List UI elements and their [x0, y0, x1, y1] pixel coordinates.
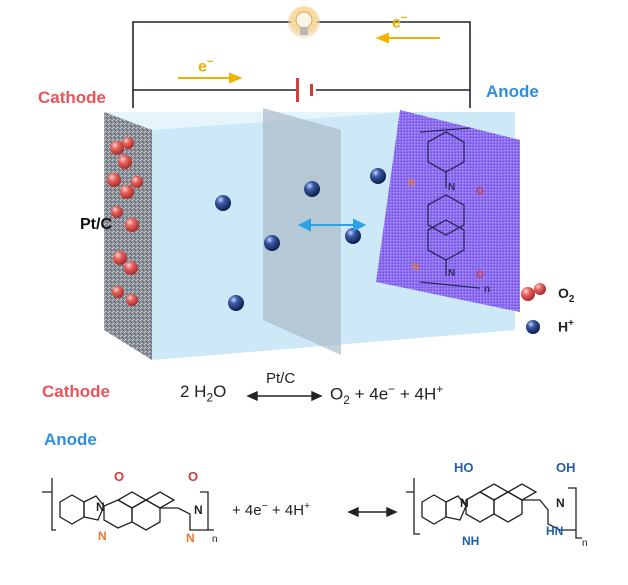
oxidized-o-left: O: [114, 469, 125, 484]
reduced-hn: HN: [546, 524, 564, 538]
oxidized-polymer-structure: [42, 478, 214, 531]
anode-O2-label: O: [476, 270, 484, 281]
oxidized-n-imid: N: [186, 531, 195, 545]
catalyst-label: Pt/C: [80, 216, 112, 233]
anode-structure-atoms: N N O N N O n: [408, 178, 490, 295]
anode-N3-label: N: [412, 262, 419, 273]
oxidized-n-right: N: [194, 503, 203, 517]
anode-O1-label: O: [476, 186, 484, 197]
proton-exchange-arrow: [297, 218, 367, 232]
legend-o2-label: O2: [558, 285, 575, 305]
reaction-arrow: [246, 390, 323, 402]
anode-N1-label: N: [408, 178, 415, 189]
cathode-equation-label: Cathode: [42, 382, 110, 401]
light-bulb-icon: [288, 6, 320, 38]
reduced-n-right: N: [556, 496, 565, 510]
battery-icon: [296, 78, 313, 102]
oxidized-n-subscript: n: [212, 534, 218, 545]
equation-catalyst: Pt/C: [266, 370, 296, 387]
electron-arrow-left: [178, 72, 243, 84]
proton-exchange-membrane: [263, 108, 341, 355]
anode-reaction-middle: + 4e− + 4H+: [232, 500, 311, 519]
electron-label-top: e−: [392, 12, 408, 32]
reduced-nh: NH: [462, 534, 480, 548]
anode-equation-label: Anode: [44, 430, 97, 449]
reduced-n-top: N: [460, 496, 469, 510]
proton-balls: [215, 168, 386, 311]
oxygen-molecules: [107, 137, 143, 306]
anode-n-label: n: [484, 284, 490, 295]
reduced-oh-right: OH: [556, 460, 576, 475]
anode-electrode: [376, 110, 520, 312]
redox-arrow: [347, 506, 398, 518]
anode-N2-label: N: [448, 182, 455, 193]
anode-label: Anode: [486, 82, 539, 101]
oxidized-o-right: O: [188, 469, 199, 484]
legend-h-ball: [526, 320, 540, 334]
anode-N4-label: N: [448, 268, 455, 279]
legend-o2-ball: [521, 287, 535, 301]
electron-label-left: e−: [198, 56, 214, 76]
reduced-ho-left: HO: [454, 460, 474, 475]
equation-products: O2 + 4e− + 4H+: [330, 382, 444, 408]
oxidized-n-left: N: [98, 529, 107, 543]
oxidized-n-bridge: N: [96, 500, 105, 514]
reduced-polymer-structure: [406, 478, 582, 539]
equation-reactant: 2 H2O: [180, 382, 227, 405]
cathode-label: Cathode: [38, 88, 106, 107]
electron-arrow-top: [375, 32, 440, 44]
reduced-n-subscript: n: [582, 538, 588, 549]
legend-h-label: H+: [558, 318, 574, 335]
anode-polymer-structure: [419, 127, 481, 289]
